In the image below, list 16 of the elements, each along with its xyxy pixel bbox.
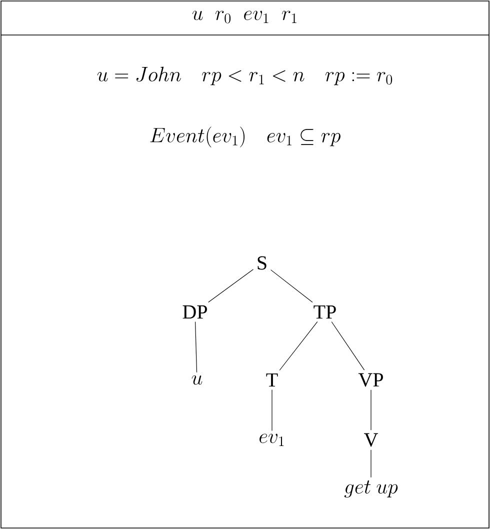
- tree-branch: [208, 269, 254, 303]
- tree-branch: [370, 390, 372, 430]
- tree-label: V: [364, 433, 378, 447]
- tree-label: DP: [182, 305, 207, 319]
- tree-label: TP: [314, 305, 336, 319]
- tree-leaf: $u$: [192, 375, 202, 385]
- tree-branch: [194, 321, 198, 373]
- tree-branch: [370, 450, 372, 478]
- tree-label: T: [266, 373, 278, 387]
- tree-branch: [279, 321, 318, 371]
- tree-label: VP: [358, 373, 383, 387]
- tree-leaf: $ev_1$: [260, 434, 284, 446]
- tree-branch: [270, 270, 313, 303]
- tree-label: S: [258, 256, 266, 270]
- tree-branch: [331, 321, 365, 370]
- tree-leaf: $get\ up$: [344, 480, 398, 498]
